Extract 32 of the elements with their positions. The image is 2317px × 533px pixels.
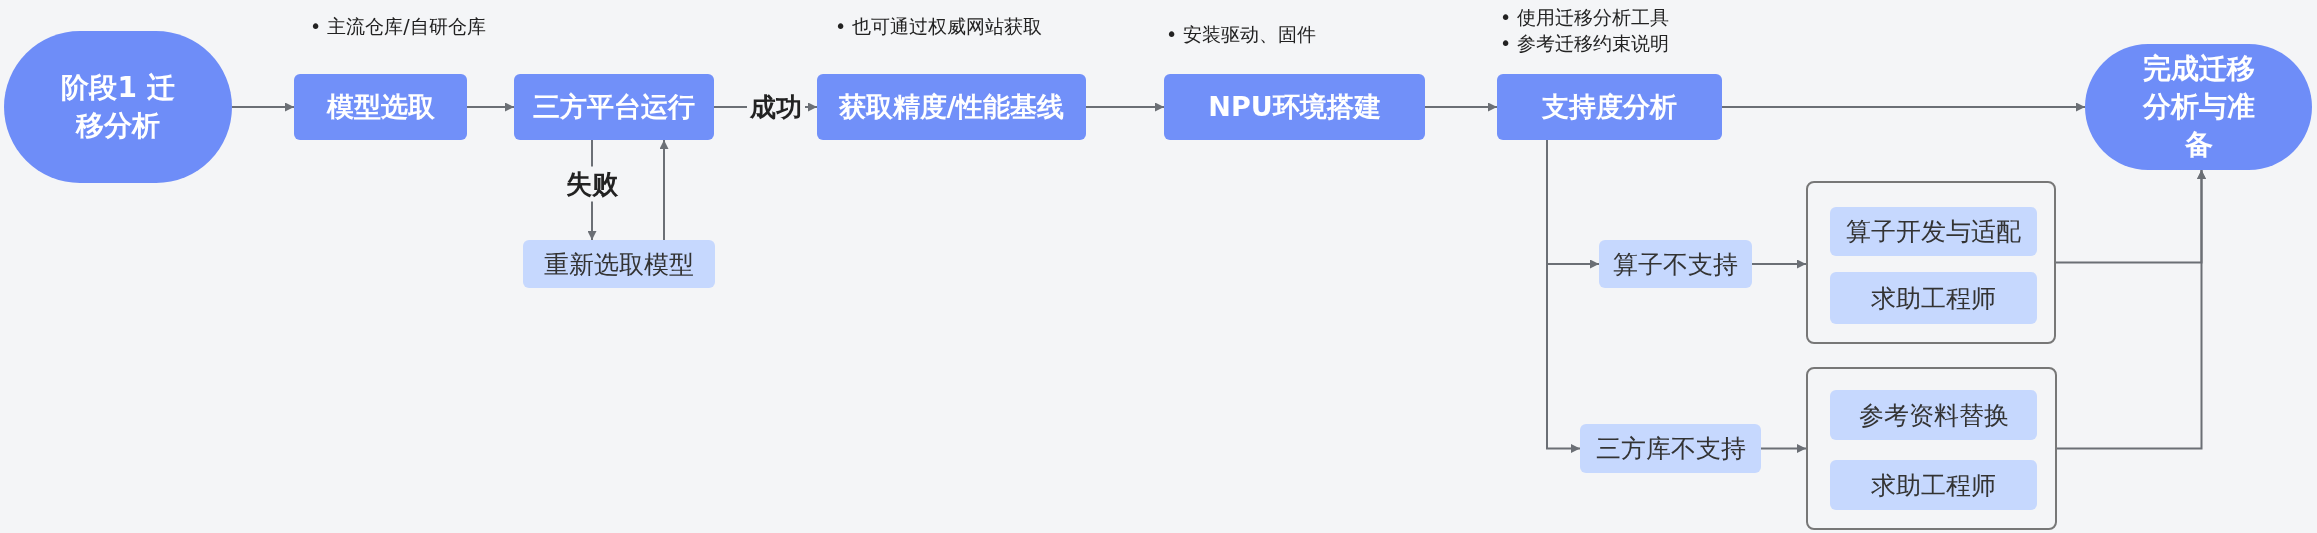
arrow	[231, 102, 295, 112]
process-box: 重新选取模型	[523, 240, 715, 288]
arrow	[659, 139, 669, 241]
terminal-pill: 完成迁移分析与准备	[2085, 44, 2312, 170]
process-box: 求助工程师	[1830, 460, 2037, 510]
edge-label: 失败	[563, 166, 621, 202]
process-box: 算子开发与适配	[1830, 207, 2037, 256]
process-box: 支持度分析	[1497, 74, 1722, 140]
arrow	[1546, 139, 1581, 453]
arrow	[1721, 102, 2086, 112]
group-box	[1806, 181, 2056, 344]
arrow	[1751, 259, 1807, 269]
arrow	[466, 102, 515, 112]
process-box: 求助工程师	[1830, 272, 2037, 324]
process-box: 获取精度/性能基线	[817, 74, 1086, 140]
process-box: 参考资料替换	[1830, 390, 2037, 440]
arrow	[2056, 169, 2206, 450]
terminal-pill: 阶段1 迁移分析	[4, 31, 232, 183]
arrow	[1085, 102, 1165, 112]
bullet-note: • 也可通过权威网站获取	[835, 14, 1043, 39]
group-box	[1806, 367, 2057, 530]
arrow	[1760, 444, 1807, 453]
bullet-note: • 安装驱动、固件	[1166, 22, 1317, 47]
bullet-note: • 使用迁移分析工具	[1500, 5, 1670, 30]
process-box: 三方平台运行	[514, 74, 714, 140]
process-box: 算子不支持	[1599, 240, 1752, 288]
process-box: 三方库不支持	[1580, 424, 1761, 473]
bullet-note: • 参考迁移约束说明	[1500, 31, 1670, 56]
bullet-note: • 主流仓库/自研仓库	[310, 14, 486, 39]
arrow	[1424, 102, 1498, 112]
process-box: NPU环境搭建	[1164, 74, 1425, 140]
process-box: 模型选取	[294, 74, 467, 140]
